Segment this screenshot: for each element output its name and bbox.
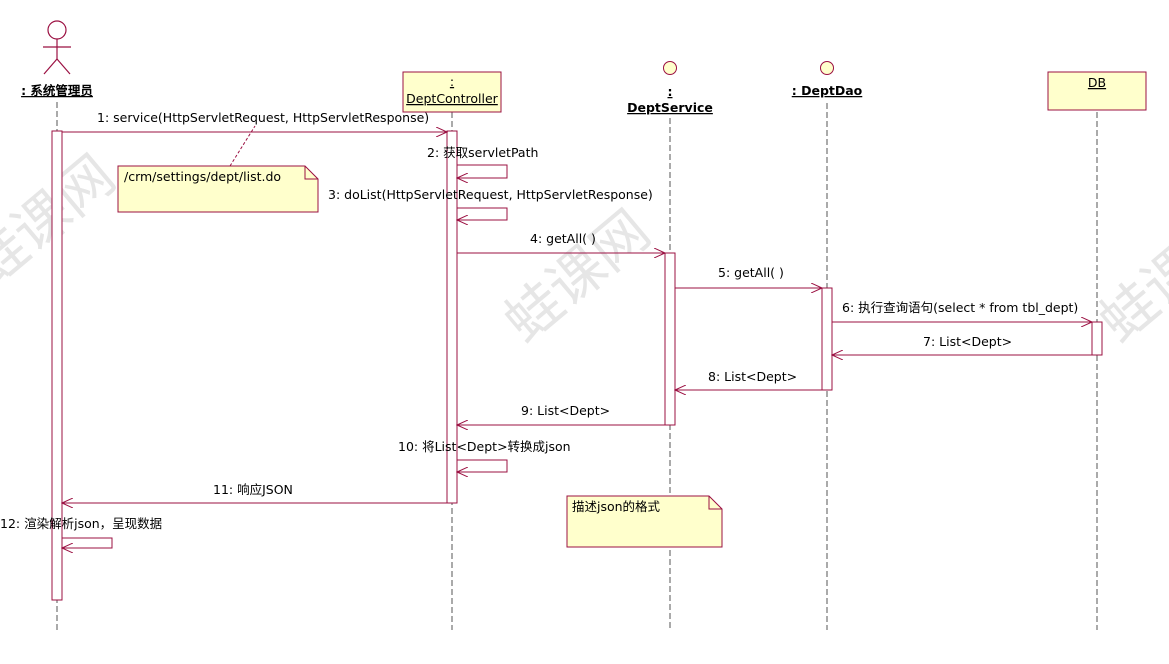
- note-json-shape: [566, 495, 723, 548]
- participant-prefix-controller: :: [450, 74, 454, 89]
- participant-label-service: DeptService: [627, 100, 713, 115]
- participant-label-admin: : 系统管理员: [21, 83, 93, 98]
- message-arrow-10: [457, 459, 508, 472]
- messages: [62, 132, 1092, 548]
- participant-admin[interactable]: : 系统管理员: [21, 20, 93, 98]
- message-label-6: 6: 执行查询语句(select * from tbl_dept): [842, 300, 1078, 315]
- activation-service: [664, 252, 676, 426]
- activation-dao: [821, 287, 833, 391]
- message-arrow-2: [457, 164, 508, 178]
- actor-icon: [43, 20, 71, 75]
- message-label-5: 5: getAll( ): [718, 265, 784, 280]
- message-label-12: 12: 渲染解析json，呈现数据: [0, 516, 162, 531]
- participant-dao[interactable]: : DeptDao: [792, 61, 863, 99]
- message-arrow-3: [457, 207, 508, 220]
- activation-admin: [51, 130, 63, 601]
- message-label-8: 8: List<Dept>: [708, 369, 797, 384]
- control-icon-service: [663, 61, 677, 75]
- watermark-text-1: 蛙课网: [0, 143, 128, 301]
- note-json-format: 描述json的格式: [566, 495, 723, 548]
- message-label-3: 3: doList(HttpServletRequest, HttpServle…: [328, 187, 653, 202]
- control-icon-dao: [820, 61, 834, 75]
- note-json-fold: [708, 496, 722, 510]
- message-labels: 1: service(HttpServletRequest, HttpServl…: [0, 110, 1078, 531]
- participant-db[interactable]: DB: [1047, 71, 1147, 111]
- activation-controller: [446, 130, 458, 504]
- participant-label-dao: : DeptDao: [792, 83, 863, 98]
- watermark-text-2: 蛙课网: [492, 198, 662, 356]
- message-label-2: 2: 获取servletPath: [427, 145, 538, 160]
- participant-box-controller: [402, 71, 502, 113]
- note-url-text: /crm/settings/dept/list.do: [124, 169, 281, 184]
- participant-box-db: [1047, 71, 1147, 111]
- note-json-text: 描述json的格式: [572, 499, 661, 514]
- message-label-1: 1: service(HttpServletRequest, HttpServl…: [97, 110, 429, 125]
- participant-label-db: DB: [1088, 75, 1106, 90]
- message-label-9: 9: List<Dept>: [521, 403, 610, 418]
- message-label-4: 4: getAll( ): [530, 231, 596, 246]
- note-url-fold: [304, 166, 318, 180]
- message-label-7: 7: List<Dept>: [923, 334, 1012, 349]
- message-label-10: 10: 将List<Dept>转换成json: [398, 439, 571, 454]
- participant-label-controller: DeptController: [406, 91, 498, 106]
- participant-controller[interactable]: : DeptController: [402, 71, 502, 113]
- message-label-11: 11: 响应JSON: [213, 482, 293, 497]
- participant-prefix-service: :: [668, 84, 673, 99]
- note-url: /crm/settings/dept/list.do: [117, 125, 319, 213]
- activations: [51, 130, 1103, 601]
- note-anchor-line: [229, 125, 256, 167]
- participant-service[interactable]: : DeptService: [627, 61, 713, 116]
- activation-db: [1091, 321, 1103, 356]
- note-url-shape: [117, 165, 319, 213]
- message-arrow-12: [62, 537, 113, 548]
